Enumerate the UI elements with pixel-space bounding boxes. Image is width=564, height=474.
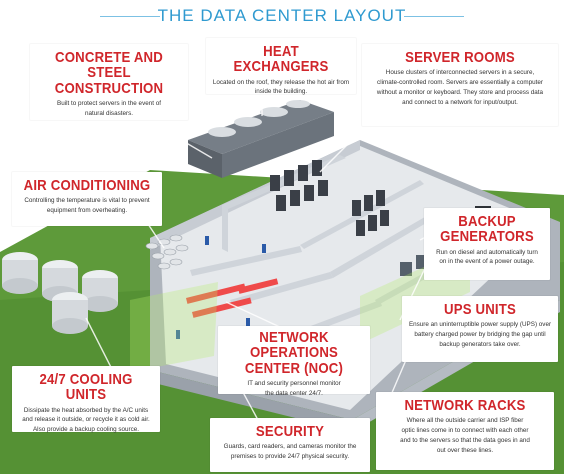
wall-front: [150, 370, 352, 432]
callout-heading: HEAT EXCHANGERS: [233, 43, 329, 76]
callout-body: IT and security personnel monitor the da…: [247, 379, 341, 397]
callout-concrete-steel: CONCRETE AND STEEL CONSTRUCTION Built to…: [30, 44, 188, 120]
heat-exchanger-roof: [188, 100, 334, 178]
title-rule-right: [404, 16, 464, 17]
callout-security: SECURITY Guards, card readers, and camer…: [210, 418, 370, 472]
callout-heading: CENTER (NOC): [244, 359, 344, 377]
callout-heading: NETWORK OPERATIONS: [249, 329, 339, 362]
callout-body: Located on the roof, they release the ho…: [212, 78, 350, 96]
callout-heading: BACKUP: [458, 213, 516, 230]
callout-heading: CONCRETE AND: [55, 49, 163, 66]
callout-body: Controlling the temperature is vital to …: [24, 197, 150, 215]
callout-noc: NETWORK OPERATIONS CENTER (NOC) IT and s…: [218, 326, 370, 397]
callout-heading: SERVER ROOMS: [405, 49, 515, 66]
noc-desks: [185, 278, 279, 318]
callout-heading: AIR CONDITIONING: [23, 177, 151, 194]
callout-body: Where all the outside carrier and ISP fi…: [400, 417, 530, 454]
callout-heading: STEEL CONSTRUCTION: [54, 64, 164, 97]
callout-heat-exchangers: HEAT EXCHANGERS Located on the roof, the…: [206, 38, 356, 95]
callout-heading: 24/7 COOLING UNITS: [39, 371, 133, 404]
callout-body: Run on diesel and automatically turn on …: [436, 248, 538, 266]
callout-backup-generators: BACKUP GENERATORS Run on diesel and auto…: [424, 208, 550, 280]
callout-heading: GENERATORS: [440, 228, 534, 246]
callout-network-racks: NETWORK RACKS Where all the outside carr…: [376, 392, 554, 470]
callout-body: Guards, card readers, and cameras monito…: [223, 443, 357, 461]
callout-heading: NETWORK RACKS: [404, 397, 526, 414]
callout-body: Ensure an uninterruptible power supply (…: [408, 321, 552, 348]
title-rule-left: [100, 16, 160, 17]
callout-air-conditioning: AIR CONDITIONING Controlling the tempera…: [12, 172, 162, 226]
callout-server-rooms: SERVER ROOMS House clusters of interconn…: [362, 44, 558, 126]
page-title: THE DATA CENTER LAYOUT: [157, 6, 407, 25]
callout-ups-units: UPS UNITS Ensure an uninterruptible powe…: [402, 296, 558, 362]
ac-units: [145, 234, 189, 270]
cooling-tanks: [2, 252, 118, 334]
people: [176, 236, 266, 339]
callout-cooling-units: 24/7 COOLING UNITS Dissipate the heat ab…: [12, 366, 160, 434]
callout-body: Built to protect servers in the event of…: [57, 99, 161, 117]
callout-heading: UPS UNITS: [444, 301, 516, 318]
callout-body: House clusters of interconnected servers…: [376, 69, 544, 106]
callout-heading: SECURITY: [255, 423, 325, 440]
callout-body: Dissipate the heat absorbed by the A/C u…: [22, 406, 150, 434]
